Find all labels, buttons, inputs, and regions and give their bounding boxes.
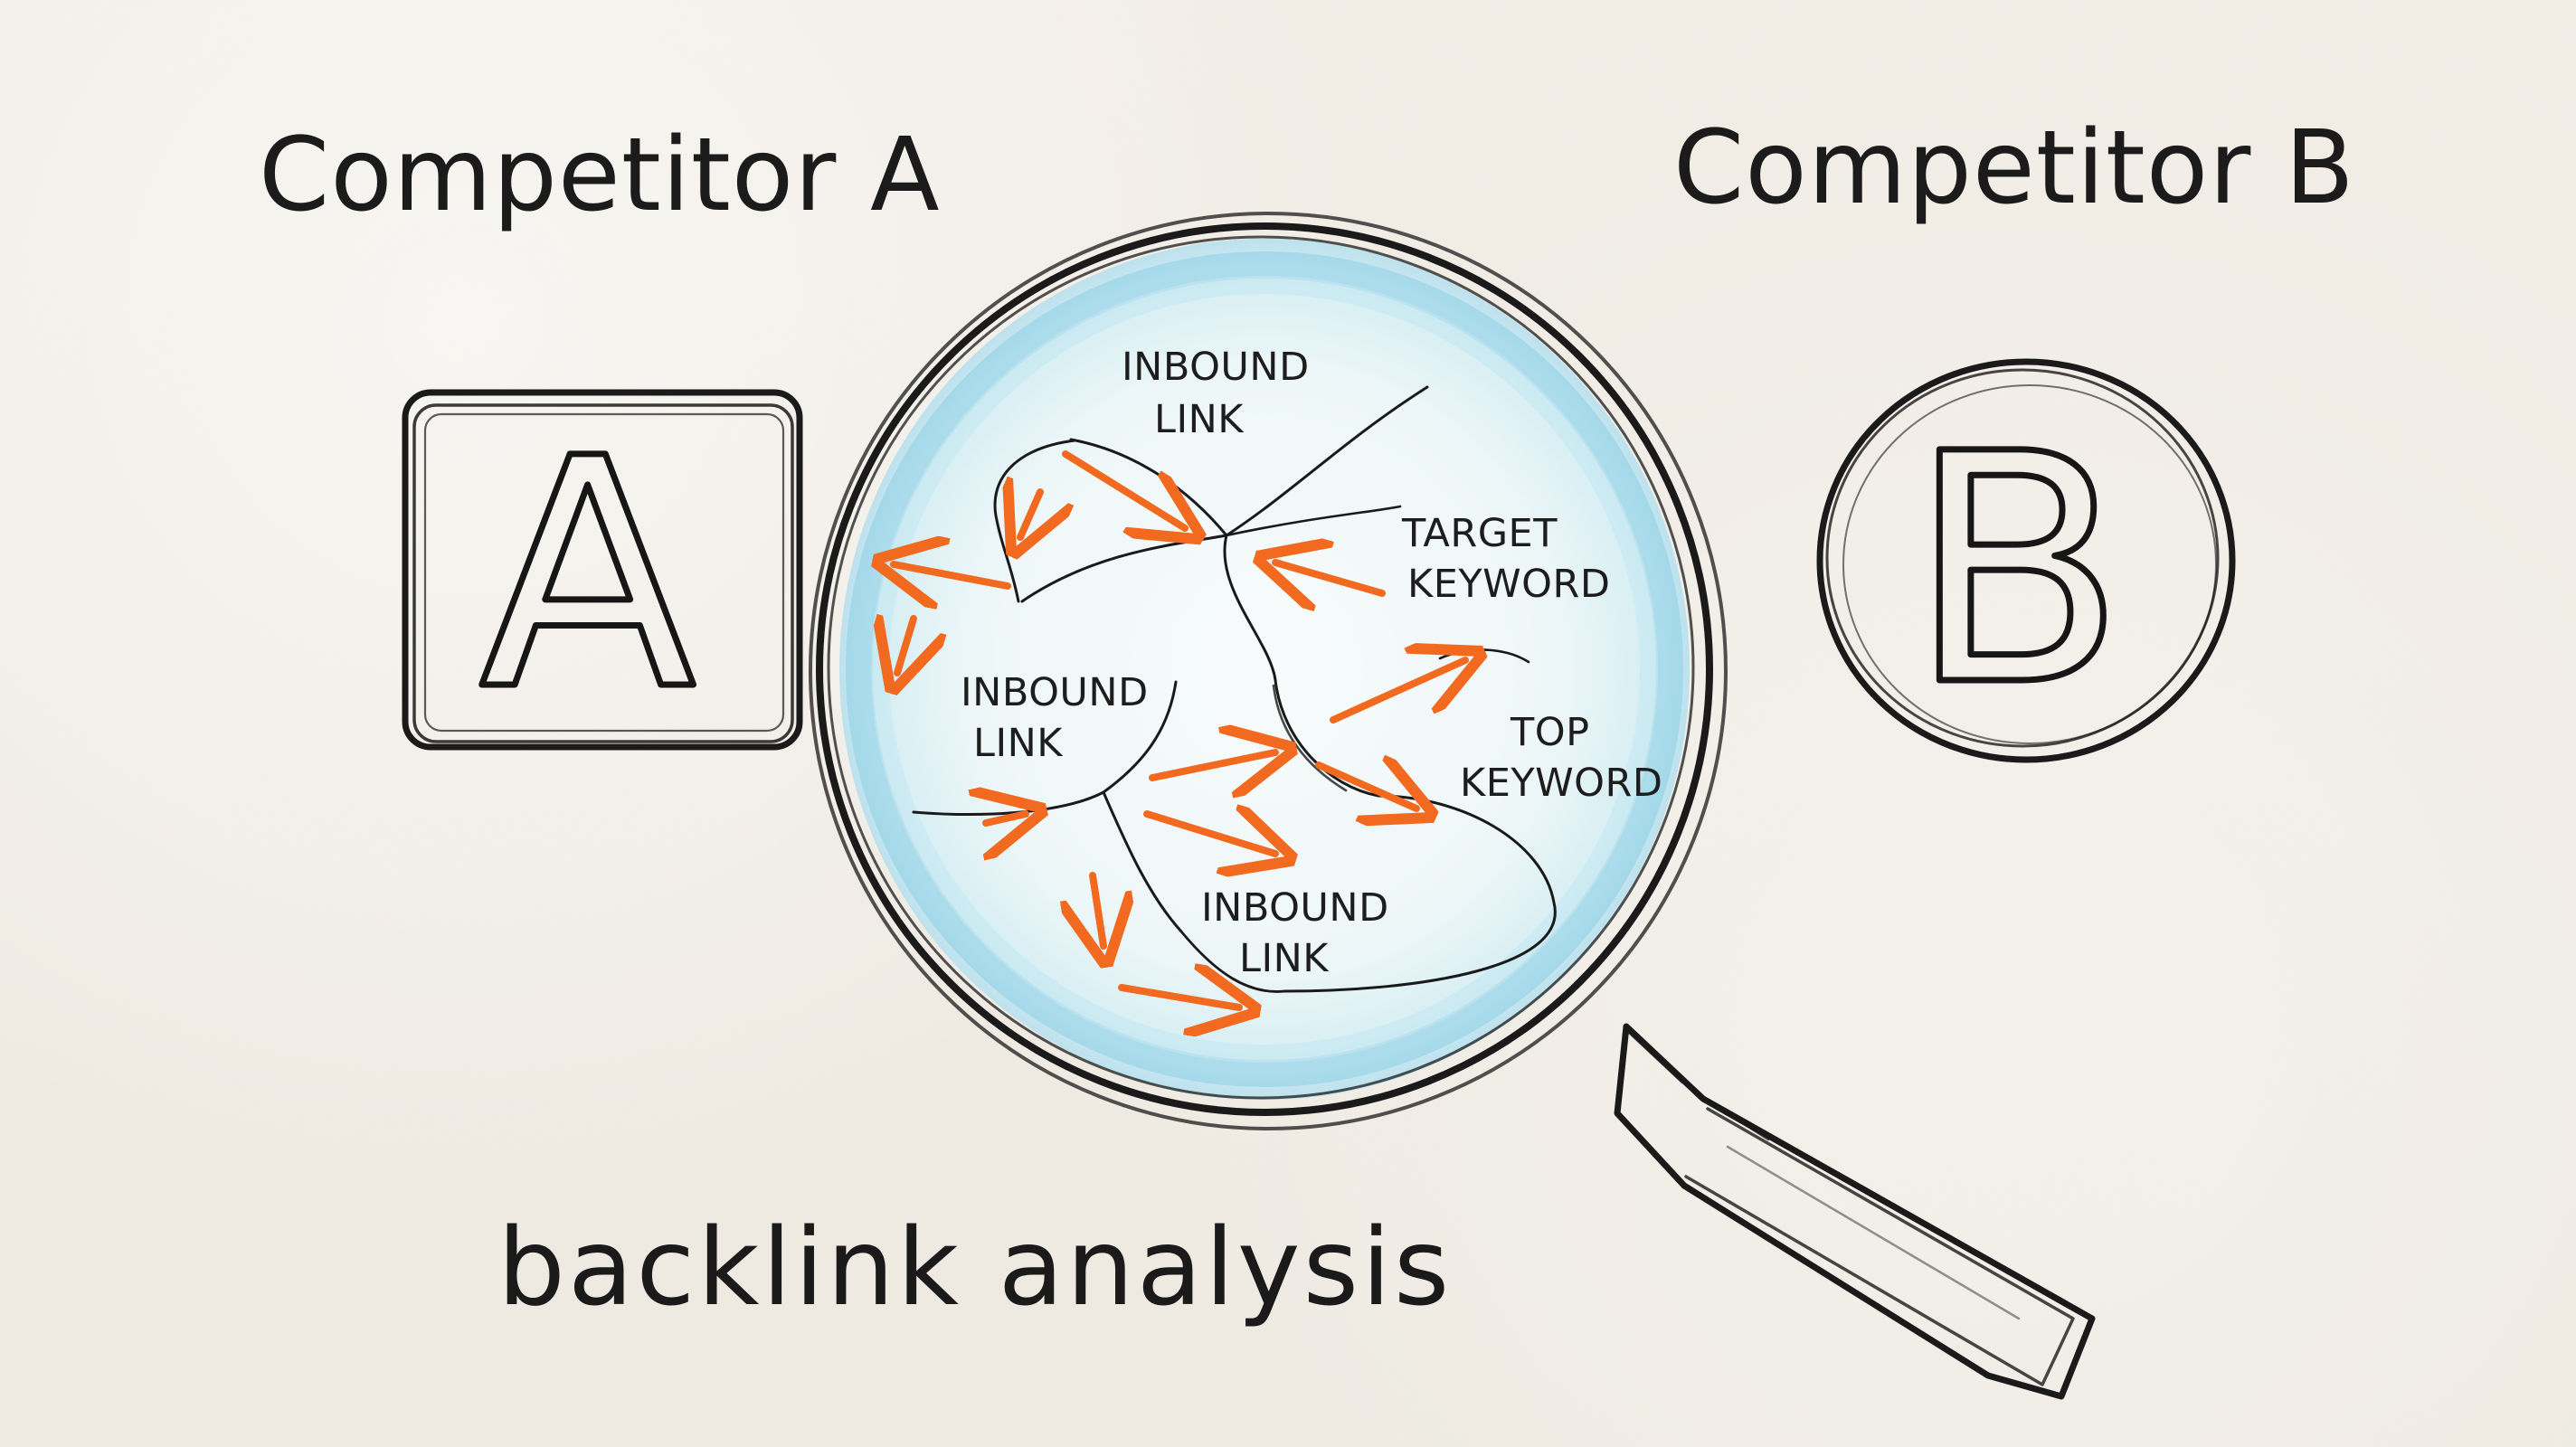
- diagram-caption: backlink analysis: [497, 1205, 1452, 1329]
- inbound-link-bottom-line-1: INBOUND: [1201, 885, 1389, 931]
- link-arrows: [894, 450, 1465, 1007]
- arrow-7: [1149, 752, 1275, 778]
- magnifier-lens: [809, 212, 1728, 1130]
- inbound-link-bottom-line-2: LINK: [1239, 936, 1330, 981]
- arrow-1: [1062, 450, 1185, 528]
- arrow-12: [1118, 988, 1239, 1007]
- competitor-b-circle: B: [1816, 358, 2236, 763]
- competitor-b-letter: B: [1908, 386, 2126, 755]
- arrow-5: [1275, 563, 1386, 593]
- inbound-link-left-line-1: INBOUND: [961, 670, 1149, 715]
- arrow-8: [1315, 765, 1416, 809]
- arrow-2: [1020, 492, 1040, 537]
- competitor-b-label: Competitor B: [1673, 109, 2355, 227]
- inbound-link-left-line-2: LINK: [973, 721, 1064, 766]
- arrow-10: [986, 814, 1026, 823]
- arrow-9: [1143, 814, 1275, 854]
- competitor-a-label: Competitor A: [259, 117, 941, 234]
- arrow-11: [1093, 872, 1103, 946]
- arrow-4: [897, 619, 914, 673]
- top-keyword-line-2: KEYWORD: [1460, 761, 1662, 806]
- arrow-6: [1330, 660, 1465, 724]
- target-keyword-line-2: KEYWORD: [1407, 562, 1610, 607]
- inbound-link-top-line-2: LINK: [1154, 397, 1245, 442]
- target-keyword-line-1: TARGET: [1401, 511, 1558, 556]
- arrow-3: [894, 564, 1011, 586]
- competitor-a-box: A: [402, 388, 803, 763]
- lens-labels: INBOUND LINK TARGET KEYWORD INBOUND LINK…: [961, 345, 1662, 981]
- magnifier-handle: [1614, 1023, 2096, 1400]
- top-keyword-line-1: TOP: [1510, 710, 1590, 755]
- competitor-a-letter: A: [479, 391, 697, 760]
- inbound-link-top-line-1: INBOUND: [1122, 345, 1310, 390]
